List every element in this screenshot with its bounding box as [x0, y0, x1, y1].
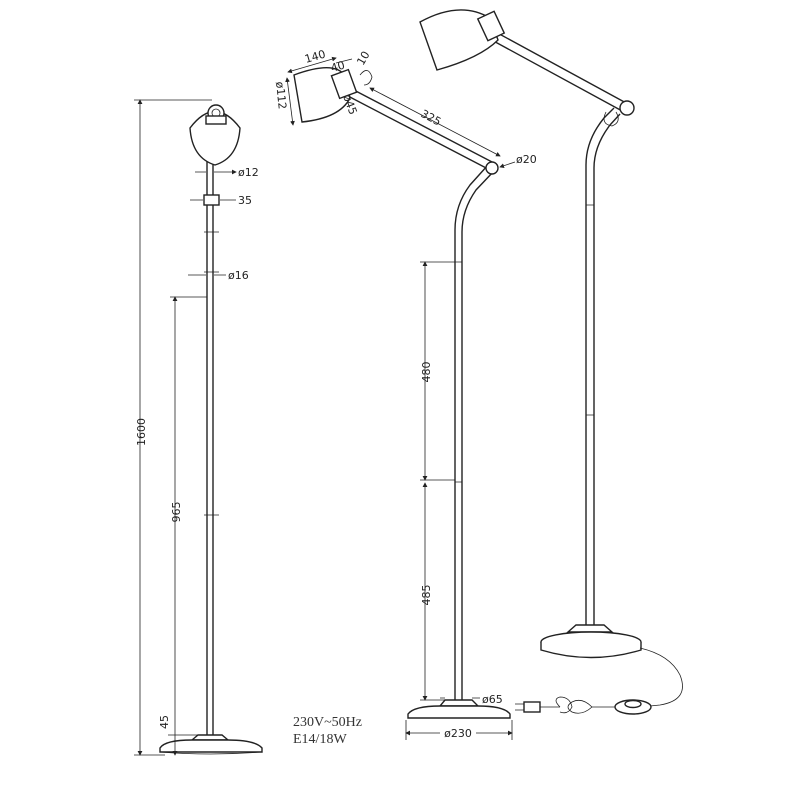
dim-holder-diameter: ø45 [340, 93, 359, 117]
front-view-lamp [159, 104, 263, 755]
dim-base-height: 45 [158, 715, 171, 729]
dim-lower-height: 965 [170, 502, 183, 523]
front-view-dimensions: 1600 965 45 ø12 35 ø16 [134, 99, 259, 756]
dim-shade-diameter: ø112 [273, 81, 289, 110]
electrical-specs: 230V~50Hz E14/18W [293, 714, 362, 748]
dim-joint-height: 35 [238, 194, 252, 207]
dim-lower-pole: 485 [420, 585, 433, 606]
dim-neck-diameter: ø65 [482, 693, 503, 706]
dim-elbow-diameter: ø20 [516, 153, 537, 166]
voltage-spec: 230V~50Hz [293, 715, 363, 730]
dim-rod-diameter: ø12 [238, 166, 259, 179]
side-view-lamp [293, 67, 511, 719]
bulb-spec: E14/18W [293, 732, 347, 747]
dim-base-diameter: ø230 [444, 727, 472, 740]
side-view-dimensions: 140 40 10 ø112 ø45 325 ø20 480 485 ø65 ø… [273, 48, 537, 740]
dim-total-height: 1600 [135, 418, 148, 446]
dim-holder-offset: 10 [354, 49, 372, 68]
dim-shade-length: 140 [303, 48, 327, 66]
dim-pole-diameter: ø16 [228, 269, 249, 282]
dim-holder-length: 40 [329, 59, 346, 75]
perspective-lamp [419, 9, 683, 715]
dim-upper-pole: 480 [420, 362, 433, 383]
